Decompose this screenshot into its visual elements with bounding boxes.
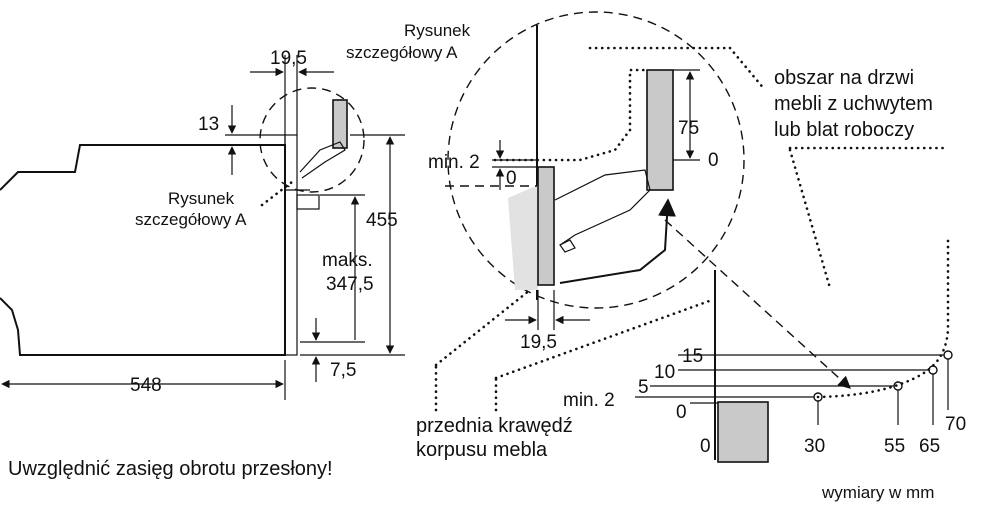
label-detail-a-side-1: Rysunek	[168, 189, 235, 208]
dimension-labels-left: 19,5 13 455 maks. 347,5 7,5 548 Rysunek …	[130, 21, 471, 396]
scale-label-5: 5	[638, 377, 649, 398]
label-detail-75: 75	[678, 118, 699, 139]
area-note-line-1: obszar na drzwi	[774, 67, 914, 89]
scale-label-30: 30	[804, 436, 825, 457]
detail-a-enlarged	[445, 11, 851, 389]
rotation-note: Uwzględnić zasięg obrotu przesłony!	[8, 458, 333, 480]
label-detail-19-5: 19,5	[520, 332, 557, 353]
label-detail-min2: min. 2	[428, 152, 480, 173]
area-note-line-3: lub blat roboczy	[774, 119, 914, 141]
scale-label-x0: 0	[700, 436, 711, 457]
detail-a-labels: min. 2 0 75 0 19,5	[428, 118, 719, 353]
label-detail-a-top-1: Rysunek	[404, 21, 471, 40]
label-detail-0-right: 0	[708, 150, 719, 171]
label-detail-a-top-2: szczegółowy A	[346, 43, 458, 62]
clearance-labels: 15 10 5 min. 2 0 0 30 55 65 70	[563, 346, 966, 457]
scale-label-15: 15	[682, 346, 703, 367]
detail-a-circle-small	[259, 87, 365, 193]
label-maks-1: maks.	[322, 250, 373, 271]
label-455: 455	[366, 210, 398, 231]
clearance-scale	[635, 233, 953, 463]
label-548: 548	[130, 375, 162, 396]
dimension-lines-left	[1, 55, 405, 400]
area-note-line-2: mebli z uchwytem	[774, 93, 933, 115]
front-edge-note: przednia krawędź korpusu mebla	[416, 288, 714, 461]
label-detail-a-side-2: szczegółowy A	[135, 210, 247, 229]
scale-label-65: 65	[919, 436, 940, 457]
label-19-5-top: 19,5	[270, 48, 307, 69]
scale-label-0: 0	[676, 402, 687, 423]
front-edge-line-2: korpusu mebla	[416, 439, 548, 461]
scale-label-70: 70	[945, 414, 966, 435]
label-detail-0-left: 0	[506, 168, 517, 189]
label-maks-2: 347,5	[326, 274, 374, 295]
scale-label-min2: min. 2	[563, 390, 615, 411]
area-note: obszar na drzwi mebli z uchwytem lub bla…	[774, 67, 950, 290]
label-13: 13	[198, 114, 219, 135]
units-note: wymiary w mm	[821, 483, 934, 502]
front-edge-line-1: przednia krawędź	[416, 415, 573, 437]
scale-label-10: 10	[654, 362, 675, 383]
scale-label-55: 55	[884, 436, 905, 457]
label-7-5: 7,5	[330, 360, 356, 381]
